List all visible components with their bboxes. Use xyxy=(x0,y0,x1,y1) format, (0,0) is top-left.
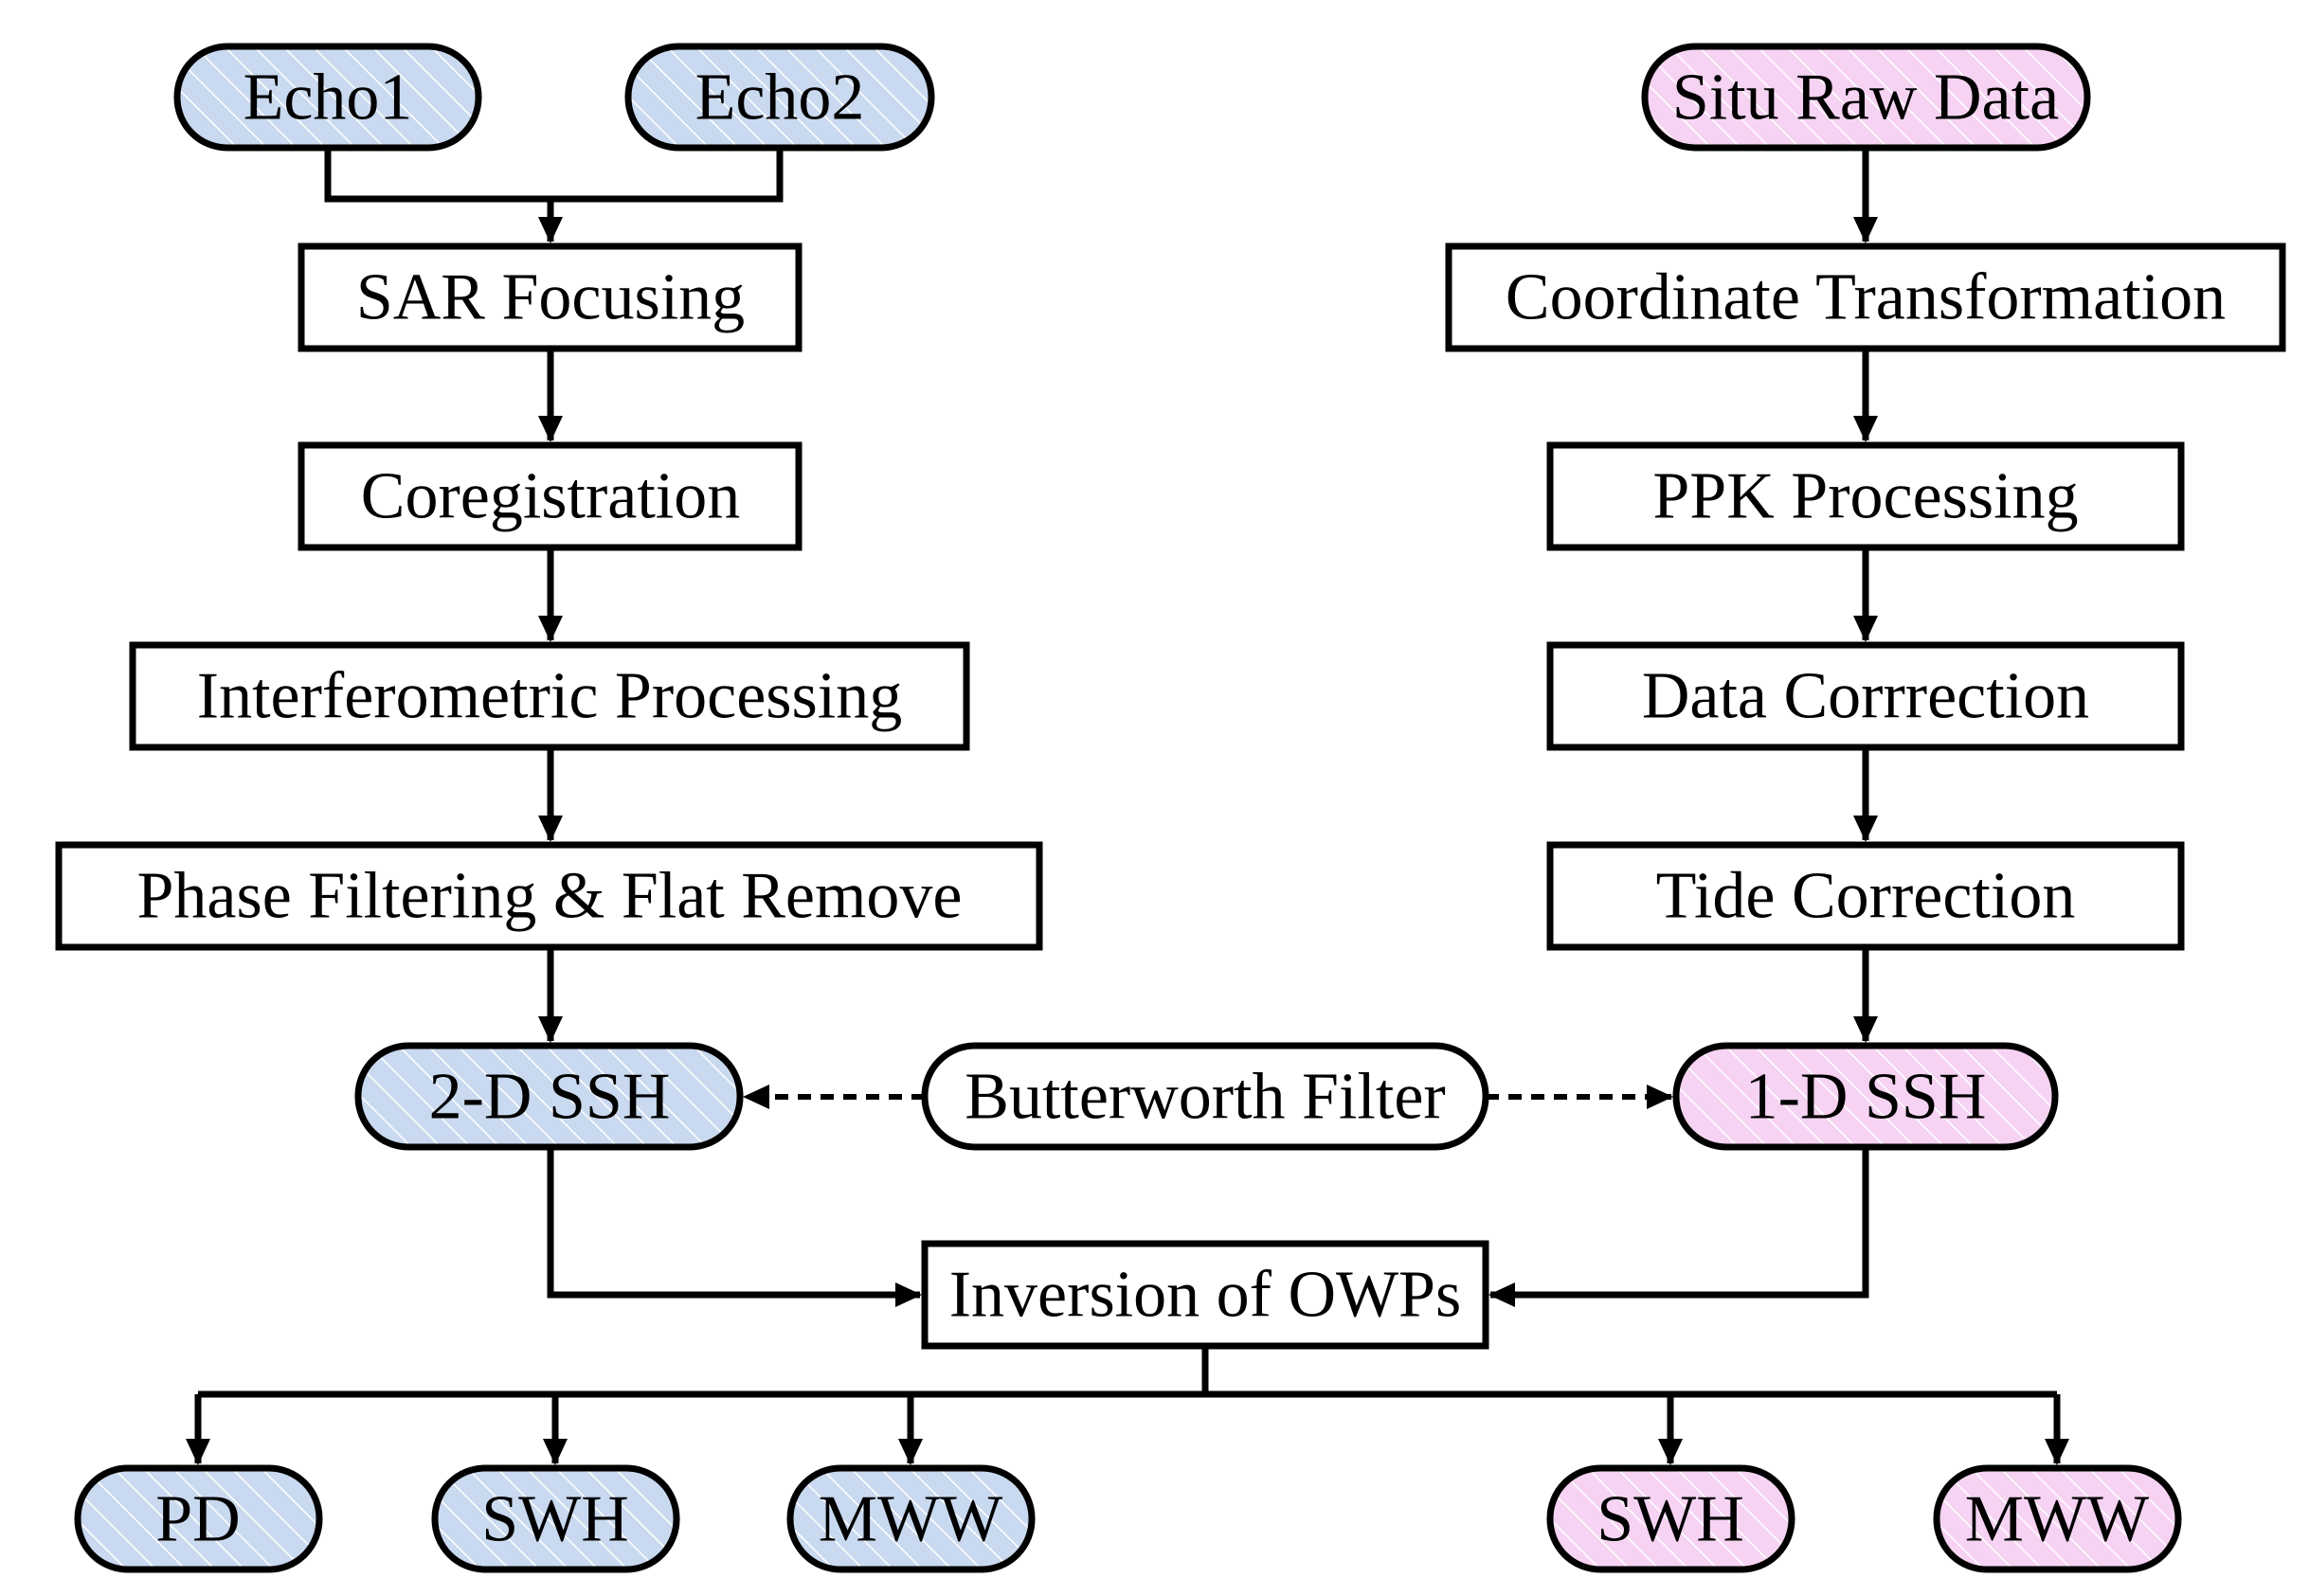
arrow-1d-ssh-to-inversion xyxy=(1488,1147,1869,1307)
inversion-box: Inversion of OWPs xyxy=(921,1240,1489,1350)
sar-swh-node: SWH xyxy=(431,1464,680,1573)
ssh-2d-node: 2-D SSH xyxy=(354,1042,744,1151)
sar-mww-node: MWW xyxy=(786,1464,1036,1573)
interferometric-processing-label: Interferometric Processing xyxy=(197,660,902,733)
tide-correction-label: Tide Correction xyxy=(1656,860,2076,933)
situ-mww-label: MWW xyxy=(1965,1483,2149,1556)
echo-merge-connector xyxy=(324,148,784,203)
coregistration-label: Coregistration xyxy=(361,460,740,533)
output-distribution-connector xyxy=(198,1346,2057,1398)
butterworth-filter-node: Butterworth Filter xyxy=(921,1042,1489,1151)
sar-focusing-label: SAR Focusing xyxy=(356,261,745,334)
ssh-2d-label: 2-D SSH xyxy=(429,1061,671,1134)
situ-swh-node: SWH xyxy=(1546,1464,1795,1573)
sar-swh-label: SWH xyxy=(481,1483,629,1556)
situ-mww-node: MWW xyxy=(1933,1464,2182,1573)
ssh-1d-label: 1-D SSH xyxy=(1745,1061,1987,1134)
echo2-label: Echo2 xyxy=(695,62,865,134)
arrow-2d-ssh-to-inversion xyxy=(547,1147,922,1307)
sar-focusing-box: SAR Focusing xyxy=(298,242,803,352)
ppk-processing-box: PPK Processing xyxy=(1546,441,2185,551)
echo1-label: Echo1 xyxy=(244,62,413,134)
situ-raw-data-node: Situ Raw Data xyxy=(1641,43,2091,152)
data-correction-label: Data Corrrection xyxy=(1642,660,2089,733)
ssh-1d-node: 1-D SSH xyxy=(1672,1042,2059,1151)
phase-filtering-label: Phase Filtering & Flat Remove xyxy=(136,860,962,933)
sar-pd-node: PD xyxy=(74,1464,323,1573)
phase-filtering-box: Phase Filtering & Flat Remove xyxy=(55,841,1043,951)
echo1-node: Echo1 xyxy=(173,43,482,152)
data-correction-box: Data Corrrection xyxy=(1546,641,2185,751)
situ-raw-data-label: Situ Raw Data xyxy=(1672,62,2059,134)
coordinate-transformation-box: Coordinate Transformation xyxy=(1445,242,2286,352)
sar-mww-label: MWW xyxy=(819,1483,1002,1556)
ppk-processing-label: PPK Processing xyxy=(1652,460,2078,533)
coregistration-box: Coregistration xyxy=(298,441,803,551)
butterworth-filter-label: Butterworth Filter xyxy=(965,1061,1445,1134)
sar-pd-label: PD xyxy=(155,1483,240,1556)
inversion-label: Inversion of OWPs xyxy=(949,1259,1461,1332)
situ-swh-label: SWH xyxy=(1596,1483,1744,1556)
echo2-node: Echo2 xyxy=(624,43,935,152)
coordinate-transformation-label: Coordinate Transformation xyxy=(1506,261,2226,334)
interferometric-processing-box: Interferometric Processing xyxy=(129,641,970,751)
tide-correction-box: Tide Correction xyxy=(1546,841,2185,951)
